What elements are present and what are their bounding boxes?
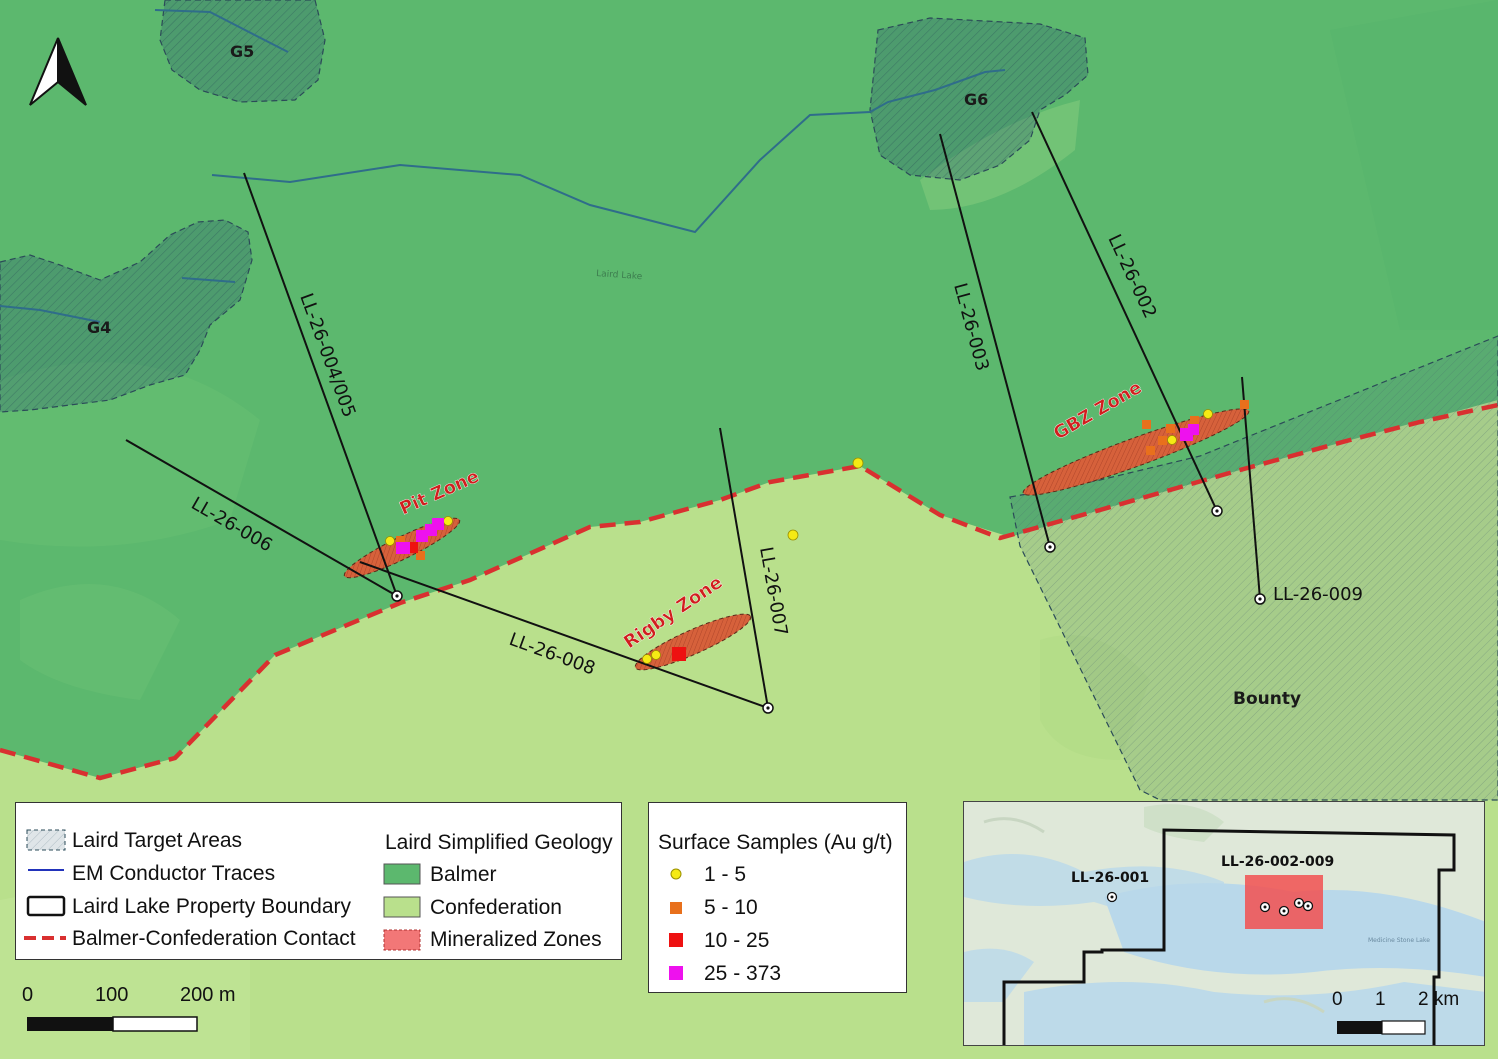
- legend-em-conductor: EM Conductor Traces: [72, 862, 276, 885]
- property-boundary-legend-icon: [26, 895, 66, 917]
- legend-geology-title: Laird Simplified Geology: [385, 831, 613, 854]
- surface-samples: [385, 400, 1249, 664]
- confederation-legend-swatch: [383, 896, 421, 918]
- balmer-legend-swatch: [383, 863, 421, 885]
- target-label-g6: G6: [964, 90, 988, 109]
- inset-map: LL-26-001 LL-26-002-009 Medicine Stone L…: [963, 801, 1485, 1046]
- sample-10-25-icon: [669, 933, 683, 947]
- samples-legend-5-10: 5 - 10: [704, 896, 758, 919]
- samples-legend-10-25: 10 - 25: [704, 929, 770, 952]
- sample-5-10-icon: [670, 902, 682, 914]
- inset-scale-bar: [1337, 1020, 1426, 1035]
- drill-label-009: LL-26-009: [1273, 584, 1363, 605]
- balmer-confederation-contact: [0, 402, 1498, 781]
- inset-scale-2km: 2 km: [1418, 989, 1459, 1010]
- target-area-g5: [159, 0, 326, 103]
- legend-balmer: Balmer: [430, 863, 497, 886]
- scale-label-0: 0: [22, 984, 34, 1006]
- lake-label: Laird Lake: [596, 269, 643, 282]
- legend-main: Laird Target Areas EM Conductor Traces L…: [15, 802, 622, 960]
- scale-bar: [27, 1016, 198, 1032]
- scale-label-200m: 200 m: [180, 984, 236, 1006]
- legend-target-areas: Laird Target Areas: [72, 829, 243, 852]
- target-area-legend-icon: [26, 829, 66, 851]
- inset-scale-0: 0: [1332, 989, 1343, 1010]
- drill-collars: [391, 505, 1266, 714]
- rigby-zone-ellipse: [634, 613, 752, 671]
- legend-mineralized: Mineralized Zones: [430, 928, 602, 951]
- target-label-g4: G4: [87, 318, 111, 337]
- samples-legend-25-373: 25 - 373: [704, 962, 782, 985]
- inset-label-ll-26-002-009: LL-26-002-009: [1221, 854, 1334, 870]
- inset-scale-1: 1: [1375, 989, 1386, 1010]
- drill-traces: [125, 111, 1261, 709]
- inset-property-boundary: [1002, 828, 1456, 1045]
- legend-property-boundary: Laird Lake Property Boundary: [72, 895, 351, 918]
- em-conductor-traces: [0, 9, 1006, 323]
- inset-focus-area: [1245, 875, 1323, 929]
- target-label-g5: G5: [230, 42, 254, 61]
- target-area-g4: [0, 219, 253, 413]
- scale-label-100: 100: [95, 984, 129, 1006]
- legend-samples: Surface Samples (Au g/t) 1 - 5 5 - 10 10…: [648, 802, 907, 993]
- samples-legend-title: Surface Samples (Au g/t): [658, 831, 893, 854]
- mineralized-legend-swatch: [383, 929, 421, 951]
- inset-label-ll-26-001: LL-26-001: [1071, 870, 1149, 886]
- samples-legend-1-5: 1 - 5: [704, 863, 747, 886]
- target-area-bounty: [1009, 335, 1498, 801]
- sample-1-5-icon: [670, 868, 682, 880]
- sample-25-373-icon: [669, 966, 683, 980]
- legend-confederation: Confederation: [430, 896, 562, 919]
- target-label-bounty: Bounty: [1233, 689, 1301, 709]
- legend-contact: Balmer-Confederation Contact: [72, 927, 356, 950]
- target-area-g6: [869, 17, 1089, 181]
- inset-lake-label: Medicine Stone Lake: [1368, 937, 1430, 944]
- contact-legend-icon: [24, 936, 66, 940]
- north-arrow-icon: [29, 37, 87, 106]
- inset-map-canvas: LL-26-001 LL-26-002-009 Medicine Stone L…: [964, 802, 1484, 1045]
- em-conductor-legend-icon: [28, 869, 64, 871]
